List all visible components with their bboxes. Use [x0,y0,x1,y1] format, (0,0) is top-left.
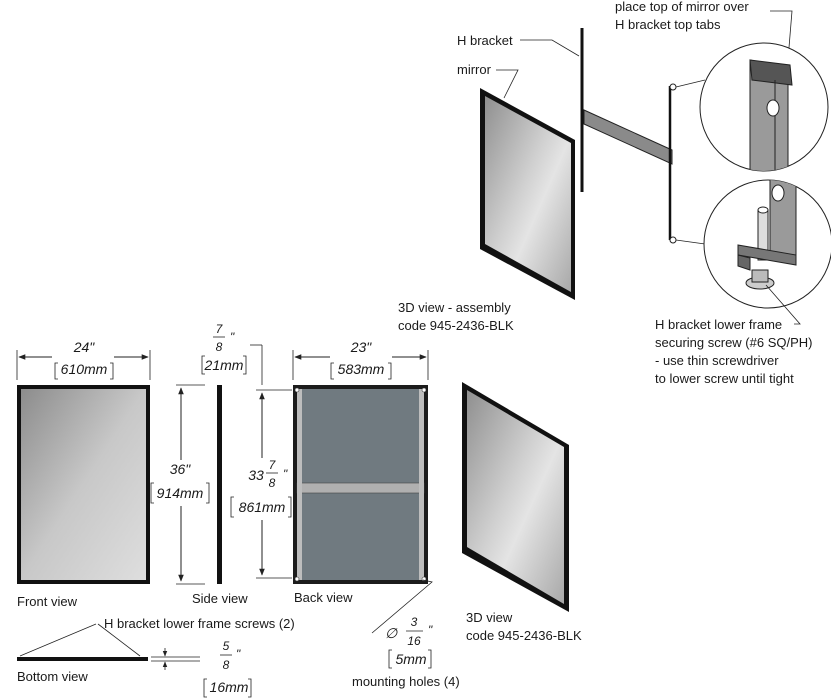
screw-note-line1: H bracket lower frame [655,317,782,332]
hole-dia-mm: 5mm [395,651,426,667]
view-3d-caption-line2: code 945-2436-BLK [466,628,582,643]
side-depth-den: 8 [216,340,223,354]
mounting-holes-label: mounting holes (4) [352,674,460,689]
view-3d: 3D view code 945-2436-BLK [462,382,582,643]
h-bracket-crossbar [583,109,673,165]
back-height-den: 8 [269,476,276,490]
front-mirror-glass [21,389,146,580]
detail-lower-screw [703,179,831,309]
side-profile [217,385,222,584]
side-view: 7 8 " 21mm Side view [192,322,263,606]
bottom-depth-mm: 16mm [210,679,249,695]
back-width-in: 23" [350,339,373,355]
detail-top-tabs [699,42,829,172]
hole-dia-den: 16 [407,634,421,648]
bottom-screws-note: H bracket lower frame screws (2) [104,616,295,631]
front-width-in: 24" [73,339,96,355]
side-depth-num: 7 [216,322,224,336]
hole-diameter-symbol: ∅ [385,625,398,641]
bottom-depth-den: 8 [223,658,230,672]
screw-note-line3: - use thin screwdriver [655,353,779,368]
screw-note-line2: securing screw (#6 SQ/PH) [655,335,813,350]
screw-note-line4: to lower screw until tight [655,371,794,386]
assembly-3d-view: H bracket mirror place top of mirror ove… [398,0,831,386]
bottom-view-label: Bottom view [17,669,88,684]
back-height-mm: 861mm [239,499,286,515]
hole-dia-num: 3 [411,615,418,629]
back-view-label: Back view [294,590,353,605]
front-height-mm: 914mm [157,485,204,501]
view-3d-mirror-glass [467,390,564,604]
back-crossbar [296,482,425,494]
mounting-hole [294,576,300,582]
back-height-whole: 33 [248,467,264,483]
mounting-holes-note: ∅ 3 16 " 5mm mounting holes (4) [352,615,460,689]
back-height-inch: " [283,467,288,481]
front-view-label: Front view [17,594,78,609]
hole-dia-inch: " [428,623,433,637]
bottom-view: H bracket lower frame screws (2) Bottom … [17,616,295,698]
assembly-caption-line1: 3D view - assembly [398,300,511,315]
mounting-hole [421,387,427,393]
front-view: 24" 610mm 36" 914mm Front view [16,339,210,609]
bottom-depth-inch: " [236,647,241,661]
side-depth-mm: 21mm [204,357,244,373]
front-height-in: 36" [170,461,192,477]
back-width-mm: 583mm [338,361,385,377]
bottom-profile [17,657,148,661]
bottom-depth-num: 5 [223,639,230,653]
callout-place-top-line2: H bracket top tabs [615,17,721,32]
back-height-num: 7 [269,458,277,472]
side-depth-inch: " [230,330,235,344]
callout-mirror: mirror [457,62,492,77]
back-view: 23" 583mm 33 7 8 " 861mm Back view [230,339,433,634]
front-width-mm: 610mm [61,361,108,377]
assembly-caption-line2: code 945-2436-BLK [398,318,514,333]
callout-place-top-line1: place top of mirror over [615,0,749,14]
side-view-label: Side view [192,591,248,606]
view-3d-caption-line1: 3D view [466,610,513,625]
mounting-hole [294,387,300,393]
callout-h-bracket: H bracket [457,33,513,48]
assembly-mirror-glass [485,96,571,292]
